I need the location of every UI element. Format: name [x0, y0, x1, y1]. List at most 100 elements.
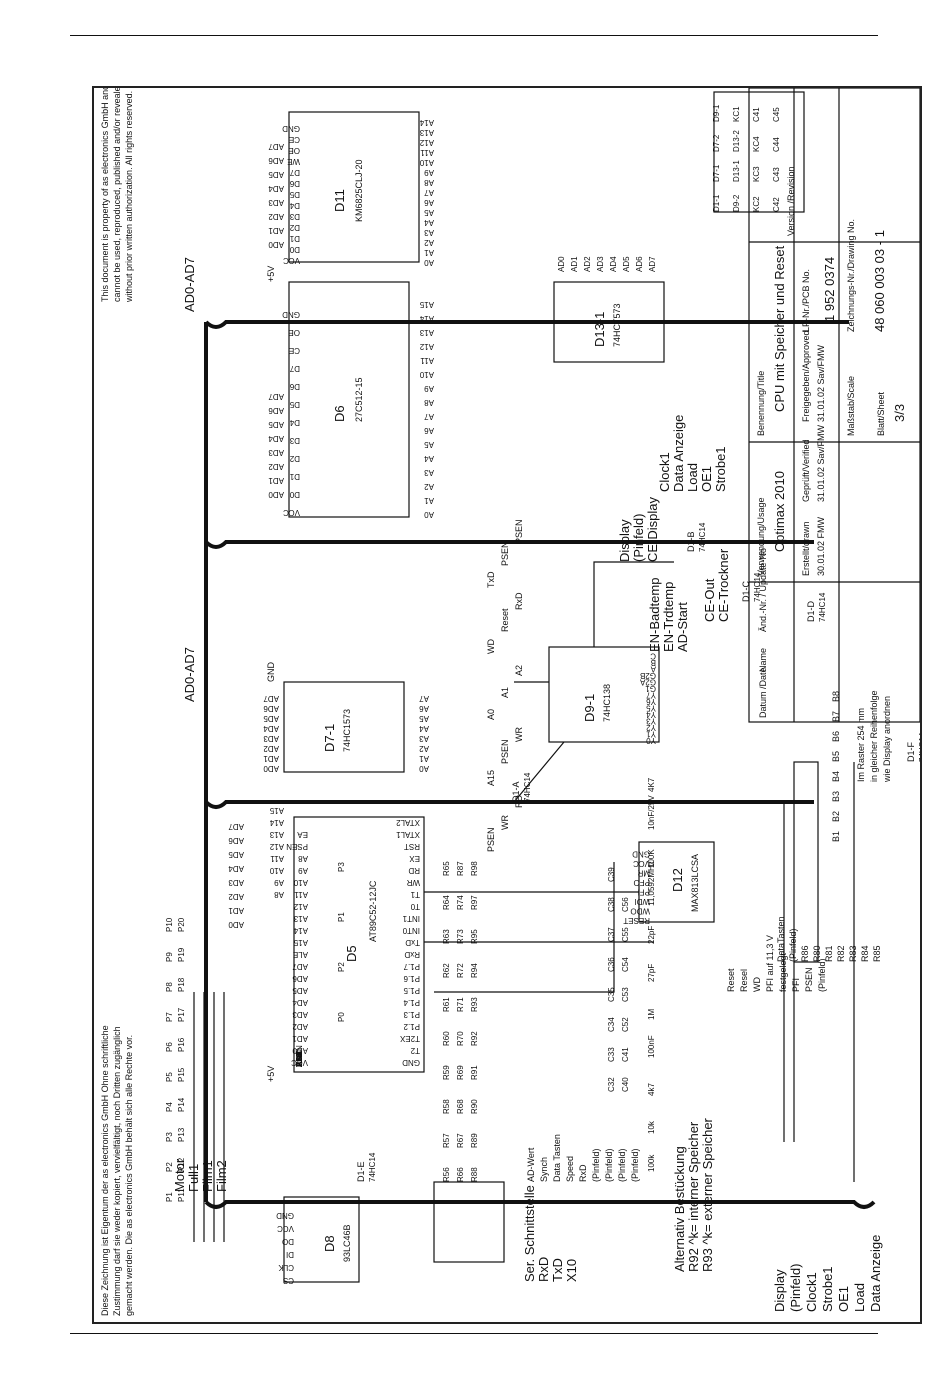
d5-pin: PSEN	[295, 1045, 304, 1067]
resistor-label: R74	[456, 895, 465, 910]
resistor-label: R90	[470, 1099, 479, 1114]
capacitor-label: C36	[607, 957, 616, 972]
testpoint-label: P8	[165, 982, 174, 992]
note-line: R93 ^k= externer Speicher	[700, 1117, 715, 1272]
resistor-label: R58	[442, 1099, 451, 1114]
d12-ref: D12	[670, 868, 685, 892]
d5-port: P0	[337, 1012, 346, 1022]
d12-pin: PFI	[638, 888, 650, 897]
aux-gate-label: KC2	[752, 196, 761, 212]
d8-pin: VCC	[277, 1224, 294, 1233]
ctrl-signal: A15	[486, 770, 496, 786]
testpoint-label: P6	[165, 1042, 174, 1052]
bottom-left-signal: Load	[852, 1283, 867, 1312]
d7-out: A6	[419, 704, 429, 713]
d11-ad-line: AD2	[268, 212, 284, 221]
d11-a-line: A14	[419, 118, 434, 127]
tb-drawing-label: Zeichnungs-Nr./Drawing No.	[846, 219, 856, 332]
misc-signal: (Pinfeld)	[617, 1148, 627, 1182]
resistor-label: R98	[470, 861, 479, 876]
d6-pin: D4	[289, 418, 300, 427]
d5-pin: AD3	[295, 1051, 304, 1067]
d5-a-line: A13	[269, 830, 284, 839]
d12-part: MAX813LCSA	[690, 854, 700, 912]
d11-pin: D1	[289, 234, 300, 243]
d6-pin: D1	[289, 472, 300, 481]
d9-body	[548, 646, 660, 743]
right-signal: Data Anzeige	[671, 415, 686, 492]
misc-signal: RxD	[578, 1164, 588, 1182]
resistor-label: R56	[442, 1167, 451, 1182]
d8-ref: D8	[322, 1235, 337, 1252]
ctrl-signal: PSEN	[514, 519, 524, 544]
reset-signal: WD	[752, 977, 762, 992]
bottom-left-signal: Data Anzeige	[868, 1235, 883, 1312]
d12-body	[638, 841, 715, 923]
right-signal: Load	[685, 463, 700, 492]
schematic-labels: Diese Zeichnung ist Eigentum der as elec…	[100, 88, 920, 1316]
d11-a-line: A4	[424, 218, 434, 227]
d5-ad-line: AD4	[228, 864, 244, 873]
bottom-left-signal: (Pinfeld)	[788, 1264, 803, 1312]
d9-pin: C	[650, 652, 656, 661]
d12-pin: RESET	[623, 916, 650, 925]
resistor-label: R69	[456, 1065, 465, 1080]
d9-part: 74HC138	[602, 684, 612, 722]
connector-pin: B4	[831, 771, 841, 782]
cap-bank	[713, 91, 805, 213]
ctrl-signal: PSEN	[500, 739, 510, 764]
d5-pin: A14	[295, 1052, 304, 1067]
d5-pin-top: A8	[298, 854, 308, 863]
d9-pin: Y2	[646, 723, 656, 732]
d5-pin-bot: P1.5	[403, 986, 420, 995]
tb-usage: Optimax 2010	[772, 471, 787, 552]
d7-in: AD6	[263, 704, 279, 713]
note-line: Alternativ Bestückung	[672, 1146, 687, 1272]
resistor-label: R93	[470, 997, 479, 1012]
tb-approved: 31.01.02 Sav/FMW	[816, 344, 826, 422]
resistor-label: R94	[470, 963, 479, 978]
d5-pin-top: VCC	[291, 1058, 308, 1067]
d5-pin-top: A15	[293, 938, 308, 947]
capacitor-label: C52	[621, 1017, 630, 1032]
reset-signal: (Pinfeld)	[817, 958, 827, 992]
d13-out: AD5	[622, 256, 631, 272]
capacitor-label: C35	[607, 987, 616, 1002]
d6-a-line: A1	[424, 496, 434, 505]
d6-ad-line: AD1	[268, 476, 284, 485]
bus-drop-2	[204, 800, 814, 809]
d5-pin-bot: P1.2	[403, 1022, 420, 1031]
schmitt-part: 74HC14	[523, 772, 532, 802]
schmitt-part: 74HC14	[918, 732, 920, 762]
resistor-label: R62	[442, 963, 451, 978]
d7-in: AD0	[263, 764, 279, 773]
component-value: 100nF	[647, 1035, 656, 1058]
notice-en-line: without prior written authorization. All…	[124, 91, 134, 303]
temp-signal: EN-Badtemp	[647, 578, 662, 652]
d9-pin: Y6	[646, 697, 656, 706]
bus-drop-1	[204, 1200, 876, 1209]
d5-pin-bot: P1.4	[403, 998, 420, 1007]
notice-en-line: This document is property of as electron…	[100, 88, 110, 302]
d7-in: AD4	[263, 724, 279, 733]
d12-pin: MR	[637, 869, 650, 878]
d9-pin: G2B	[640, 671, 656, 680]
testpoint-label: P3	[165, 1132, 174, 1142]
notice-de-line: gemacht werden. Die as electronics GmbH …	[124, 1035, 134, 1316]
d5-pin-bot: GND	[402, 1058, 420, 1067]
connector-pin: B8	[831, 691, 841, 702]
resistor-label: R59	[442, 1065, 451, 1080]
aux-gate-label: D7-2	[712, 134, 721, 152]
d11-pin: D2	[289, 223, 300, 232]
bus-ad-right-label: AD0-AD7	[182, 257, 197, 312]
resistor-label: R72	[456, 963, 465, 978]
capacitor-label: C54	[621, 957, 630, 972]
reset-signal: festgelegt	[778, 952, 788, 992]
d11-pin: D7	[289, 168, 300, 177]
component-value: 100k	[647, 1154, 656, 1172]
d11-ad-line: AD7	[268, 142, 284, 151]
raster-note: wie Display anordnen	[882, 696, 892, 783]
d6-a-line: A10	[419, 370, 434, 379]
misc-signal: (Pinfeld)	[604, 1148, 614, 1182]
d12-pin: WDO	[630, 907, 650, 916]
